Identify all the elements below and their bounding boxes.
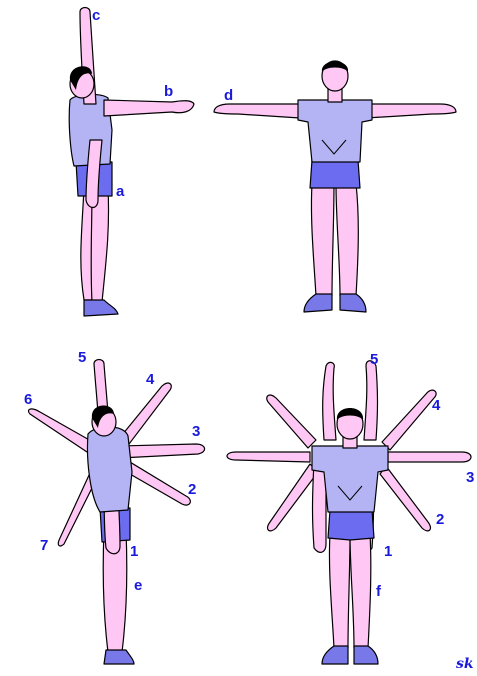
shoe-right xyxy=(354,646,378,664)
label-4: 4 xyxy=(146,371,155,388)
arm-forward-b xyxy=(104,100,194,116)
side-view-arm-circle: 1 2 3 4 5 6 7 e xyxy=(24,349,205,664)
shoe xyxy=(104,650,134,664)
leg-right xyxy=(336,184,358,296)
label-1: 1 xyxy=(384,543,392,560)
signature: sk xyxy=(456,656,474,671)
arm-left-4 xyxy=(267,395,316,448)
front-view-arms-extended: d xyxy=(214,61,456,312)
label-f: f xyxy=(376,583,382,600)
label-3: 3 xyxy=(192,423,200,440)
leg-left xyxy=(311,184,334,296)
label-6: 6 xyxy=(24,391,32,408)
shoe xyxy=(84,300,118,316)
label-4: 4 xyxy=(432,397,441,414)
front-view-arm-circle: 1 2 3 4 5 f xyxy=(227,351,474,664)
label-5: 5 xyxy=(370,351,378,368)
label-2: 2 xyxy=(188,481,196,498)
leg-right xyxy=(350,534,371,648)
shoe-left xyxy=(304,294,332,312)
leg-left xyxy=(329,534,350,648)
label-d: d xyxy=(224,87,233,104)
label-1: 1 xyxy=(130,543,138,560)
shorts xyxy=(310,160,360,188)
arm-right-5 xyxy=(364,361,378,440)
shorts xyxy=(328,510,374,540)
arm-left-3 xyxy=(227,452,310,462)
shoe-right xyxy=(340,294,366,312)
arm-left-5 xyxy=(323,362,336,440)
arm-right-4 xyxy=(382,390,436,450)
label-b: b xyxy=(164,83,173,100)
label-e: e xyxy=(134,577,142,594)
arm-left-2 xyxy=(268,464,318,531)
label-c: c xyxy=(92,7,100,24)
side-view-arm-positions: a b c xyxy=(69,7,194,316)
arm-right-2 xyxy=(380,466,430,531)
label-2: 2 xyxy=(436,511,444,528)
shirt xyxy=(88,427,133,512)
arm-right-3 xyxy=(388,452,471,462)
arm-3 xyxy=(120,444,205,458)
arm-right xyxy=(366,104,456,118)
label-3: 3 xyxy=(466,469,474,486)
arm-left-d xyxy=(214,104,300,118)
label-a: a xyxy=(116,183,125,200)
label-5: 5 xyxy=(78,349,86,366)
shoe-left xyxy=(322,646,348,664)
label-7: 7 xyxy=(40,537,48,554)
